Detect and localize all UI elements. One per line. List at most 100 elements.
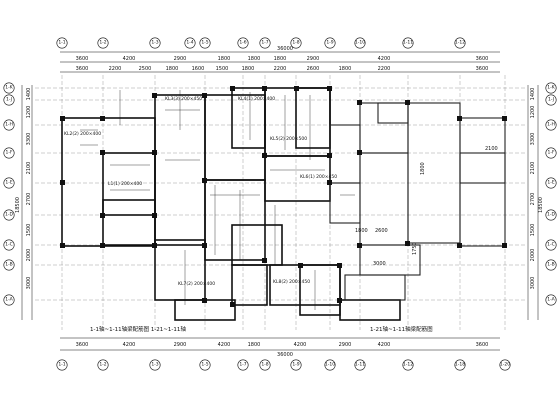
top-axis-bubble-circle	[149, 37, 161, 49]
left-axis-bubble: 1-C	[5, 242, 13, 248]
beam-label: KL7(2) 200×400	[178, 281, 215, 287]
top-axis-bubble: 1-10	[355, 40, 365, 46]
right-axis-bubble-circle	[545, 209, 557, 221]
left-overall-dimension: 18500	[15, 197, 21, 213]
right-axis-bubble: 1-K	[547, 85, 555, 91]
bottom-axis-bubble-circle	[97, 359, 109, 371]
top-axis-bubble: 1-9	[326, 40, 333, 46]
top-axis-bubble: 1-3	[151, 40, 158, 46]
top-axis-bubble-circle	[354, 37, 366, 49]
left-axis-bubble-circle	[3, 82, 15, 94]
top-axis-bubble: 1-11	[403, 40, 413, 46]
left-axis-bubble: 1-B	[5, 262, 12, 268]
top-axis-bubble-circle	[290, 37, 302, 49]
left-dimension: 2700	[26, 193, 32, 206]
top-axis-bubble-circle	[237, 37, 249, 49]
beam-label: L1(1) 200×400	[108, 181, 142, 187]
bottom-axis-bubble: 1-10	[325, 362, 335, 368]
right-axis-bubble: 1-B	[547, 262, 554, 268]
beam-label: KL2(2) 200×400	[64, 131, 101, 137]
bottom-dimension: 4200	[294, 342, 307, 348]
left-axis-bubble-circle	[3, 294, 15, 306]
right-dimension: 2000	[530, 249, 536, 262]
top-overall-dimension: 36000	[277, 46, 293, 52]
bottom-axis-bubble: 1-20	[500, 362, 510, 368]
beam-label: KL4(1) 200×400	[238, 96, 275, 102]
bottom-axis-bubble-circle	[199, 359, 211, 371]
bottom-axis-bubble: 1-12	[403, 362, 413, 368]
right-dimension: 2700	[530, 193, 536, 206]
top-axis-bubble: 1-1	[58, 40, 65, 46]
bottom-axis-bubble-circle	[324, 359, 336, 371]
left-dimension: 2000	[26, 249, 32, 262]
right-dimension: 1200	[530, 106, 536, 119]
left-axis-bubble: 1-A	[5, 297, 13, 303]
top-dimension: 4200	[378, 56, 391, 62]
top-dimension: 1800	[248, 56, 261, 62]
right-axis-bubble-circle	[545, 259, 557, 271]
dimension-lines	[21, 51, 539, 351]
inner-dimension-label: 3000	[373, 261, 386, 267]
beam-label: KL5(2) 200×500	[270, 136, 307, 142]
inner-dimension-label: 1750	[412, 242, 418, 255]
left-dimension: 3300	[26, 133, 32, 146]
bottom-axis-bubble-circle	[499, 359, 511, 371]
right-wing-beams	[329, 102, 506, 301]
top-axis-bubble-circle	[199, 37, 211, 49]
top-secondary-dimension: 2600	[307, 66, 320, 72]
right-axis-bubble-circle	[545, 239, 557, 251]
bottom-right-note: 1-21轴~1-11轴梁配筋图	[370, 325, 433, 333]
left-axis-bubbles: 1-K1-J1-H1-F1-E1-D1-C1-B1-A	[3, 82, 15, 306]
left-axis-bubble-circle	[3, 239, 15, 251]
top-axis-bubble-circle	[402, 37, 414, 49]
top-axis-bubble-circle	[184, 37, 196, 49]
bottom-dimension: 3600	[76, 342, 89, 348]
top-secondary-dimension: 2500	[139, 66, 152, 72]
bottom-dimension: 2900	[339, 342, 352, 348]
right-dimension: 3000	[530, 277, 536, 290]
left-axis-bubble-circle	[3, 119, 15, 131]
bottom-dimension: 4200	[123, 342, 136, 348]
inner-dimension-label: 2100	[485, 146, 498, 152]
right-dimension: 1500	[530, 224, 536, 237]
right-axis-bubble: 1-E	[547, 180, 554, 186]
top-dimension: 3600	[76, 56, 89, 62]
right-axis-bubble-circle	[545, 82, 557, 94]
left-axis-bubble: 1-D	[5, 212, 13, 218]
top-axis-bubble-circle	[324, 37, 336, 49]
bottom-dimension: 3600	[476, 342, 489, 348]
left-axis-bubble: 1-K	[5, 85, 13, 91]
bottom-dimension: 1800	[248, 342, 261, 348]
left-axis-bubble-circle	[3, 209, 15, 221]
right-axis-bubble: 1-J	[548, 97, 554, 103]
bottom-dimension: 4200	[378, 342, 391, 348]
inner-dimension-label: 1800	[355, 228, 368, 234]
left-dimension: 1500	[26, 224, 32, 237]
right-axis-bubble-circle	[545, 147, 557, 159]
top-dimension: 3600	[476, 56, 489, 62]
top-dimension: 4200	[123, 56, 136, 62]
top-dimension: 1800	[274, 56, 287, 62]
bottom-axis-bubble: 1-2	[99, 362, 106, 368]
right-axis-bubble-circle	[545, 294, 557, 306]
top-secondary-dimension: 1600	[192, 66, 205, 72]
bottom-axis-bubble: 1-9	[292, 362, 299, 368]
right-overall-dimension: 18500	[538, 197, 544, 213]
top-secondary-dimension: 3600	[476, 66, 489, 72]
left-axis-bubble-circle	[3, 94, 15, 106]
inner-dimension-label: 2600	[375, 228, 388, 234]
left-axis-bubble: 1-E	[5, 180, 12, 186]
top-axis-bubble-circle	[259, 37, 271, 49]
right-dimension: 2100	[530, 162, 536, 175]
top-dimension: 2900	[307, 56, 320, 62]
top-axis-bubble: 1-6	[239, 40, 246, 46]
right-axis-bubble-circle	[545, 177, 557, 189]
bottom-axis-bubble-circle	[402, 359, 414, 371]
top-axis-bubble-circle	[56, 37, 68, 49]
